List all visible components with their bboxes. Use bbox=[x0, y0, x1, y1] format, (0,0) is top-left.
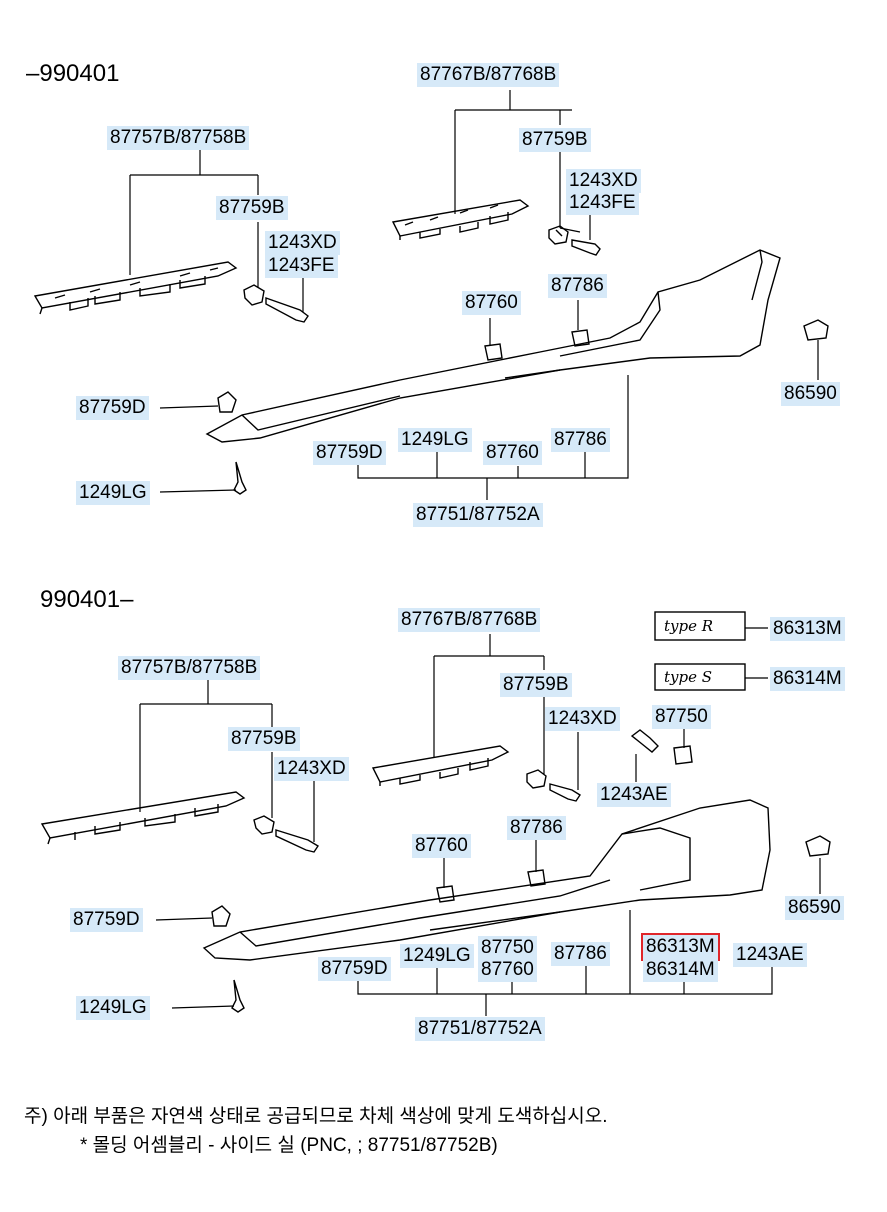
part-label-87750[interactable]: 87750 bbox=[478, 936, 537, 960]
part-label-87759b[interactable]: 87759B bbox=[500, 673, 572, 697]
screw-upper bbox=[571, 239, 601, 256]
part-label-86590[interactable]: 86590 bbox=[785, 896, 844, 920]
badge-type-s-text: type S bbox=[664, 668, 713, 686]
clip-87750-s2 bbox=[673, 745, 693, 765]
fastener-86590-s1 bbox=[803, 319, 829, 341]
side-sill-molding-new bbox=[202, 799, 771, 961]
leaders-section-2 bbox=[139, 627, 821, 1016]
part-label-1243xd[interactable]: 1243XD bbox=[566, 169, 641, 193]
part-label-1249lg[interactable]: 1249LG bbox=[76, 481, 150, 505]
part-label-87759d[interactable]: 87759D bbox=[70, 908, 143, 932]
mounting-bracket-upper bbox=[391, 199, 530, 240]
part-label-87759b[interactable]: 87759B bbox=[216, 196, 288, 220]
screw-1249lg-s2 bbox=[231, 979, 245, 1013]
part-label-1243fe[interactable]: 1243FE bbox=[265, 254, 338, 278]
mounting-bracket-upper-s2 bbox=[371, 745, 510, 786]
part-label-1243ae[interactable]: 1243AE bbox=[733, 943, 807, 967]
part-label-86313m-highlighted[interactable]: 86313M bbox=[641, 933, 720, 961]
part-label-86314m[interactable]: 86314M bbox=[643, 958, 718, 982]
part-label-87786[interactable]: 87786 bbox=[551, 428, 610, 452]
fastener-87759d-s2 bbox=[211, 905, 231, 927]
clip-87786-s1 bbox=[571, 329, 590, 347]
leaders-section-1 bbox=[129, 90, 819, 500]
part-label-1249lg[interactable]: 1249LG bbox=[76, 996, 150, 1020]
section-2-drawing bbox=[40, 611, 831, 1016]
part-label-86313m[interactable]: 86313M bbox=[770, 617, 845, 641]
footnote-line-1: 주) 아래 부품은 자연색 상태로 공급되므로 차체 색상에 맞게 도색하십시오… bbox=[24, 1106, 608, 1127]
mounting-bracket-left bbox=[33, 261, 238, 315]
part-label-1249lg[interactable]: 1249LG bbox=[400, 944, 474, 968]
part-label-87760[interactable]: 87760 bbox=[478, 958, 537, 982]
part-label-1243xd[interactable]: 1243XD bbox=[274, 757, 349, 781]
part-label-87767b-87768b[interactable]: 87767B/87768B bbox=[417, 63, 560, 87]
section-1-drawing bbox=[33, 90, 829, 500]
clip-87759b-left-s2 bbox=[253, 815, 275, 835]
part-label-1243fe[interactable]: 1243FE bbox=[566, 191, 639, 215]
part-label-87767b-87768b[interactable]: 87767B/87768B bbox=[398, 608, 541, 632]
fastener-86590-s2 bbox=[805, 835, 831, 857]
part-label-87786[interactable]: 87786 bbox=[551, 942, 610, 966]
part-label-87759d[interactable]: 87759D bbox=[318, 957, 391, 981]
screw-1249lg-s1 bbox=[233, 461, 247, 495]
part-label-1243xd[interactable]: 1243XD bbox=[545, 707, 620, 731]
clip-87760-s2 bbox=[436, 885, 455, 903]
part-label-87759d[interactable]: 87759D bbox=[313, 441, 386, 465]
part-label-87760[interactable]: 87760 bbox=[462, 291, 521, 315]
part-label-86590[interactable]: 86590 bbox=[781, 382, 840, 406]
mounting-bracket-left-s2 bbox=[40, 791, 246, 845]
badge-type-s bbox=[654, 663, 746, 691]
period-label-before: –990401 bbox=[26, 60, 120, 87]
part-label-87786[interactable]: 87786 bbox=[507, 816, 566, 840]
footnote-line-2: * 몰딩 어셈블리 - 사이드 실 (PNC, ; 87751/87752B) bbox=[80, 1135, 498, 1156]
screw-left bbox=[265, 297, 309, 323]
screw-left-s2 bbox=[275, 829, 319, 853]
screw-1243ae bbox=[630, 729, 659, 753]
part-label-87750[interactable]: 87750 bbox=[652, 705, 711, 729]
part-label-87760[interactable]: 87760 bbox=[412, 834, 471, 858]
clip-87760-s1 bbox=[484, 343, 503, 361]
period-label-after: 990401– bbox=[40, 586, 134, 613]
badge-type-r-text: type R bbox=[664, 617, 714, 635]
clip-87786-s2 bbox=[527, 869, 546, 887]
part-label-87751-87752a[interactable]: 87751/87752A bbox=[415, 1017, 545, 1041]
part-label-87757b-87758b[interactable]: 87757B/87758B bbox=[107, 126, 250, 150]
screw-upper-s2 bbox=[549, 783, 581, 802]
badge-type-r bbox=[654, 611, 746, 641]
part-label-87759d[interactable]: 87759D bbox=[76, 396, 149, 420]
part-label-87757b-87758b[interactable]: 87757B/87758B bbox=[118, 656, 261, 680]
part-label-87760[interactable]: 87760 bbox=[483, 441, 542, 465]
part-label-87786[interactable]: 87786 bbox=[548, 274, 607, 298]
part-label-86314m[interactable]: 86314M bbox=[770, 667, 845, 691]
part-label-1249lg[interactable]: 1249LG bbox=[398, 428, 472, 452]
side-sill-molding-old bbox=[205, 249, 781, 443]
part-label-1243ae[interactable]: 1243AE bbox=[597, 783, 671, 807]
part-label-1243xd[interactable]: 1243XD bbox=[265, 231, 340, 255]
clip-87759b-left bbox=[243, 284, 265, 306]
clip-87759b-upper-s2 bbox=[526, 769, 547, 789]
part-label-87759b[interactable]: 87759B bbox=[519, 128, 591, 152]
part-label-87759b[interactable]: 87759B bbox=[228, 727, 300, 751]
fastener-87759d-s1 bbox=[217, 391, 237, 413]
part-label-87751-87752a[interactable]: 87751/87752A bbox=[413, 503, 543, 527]
